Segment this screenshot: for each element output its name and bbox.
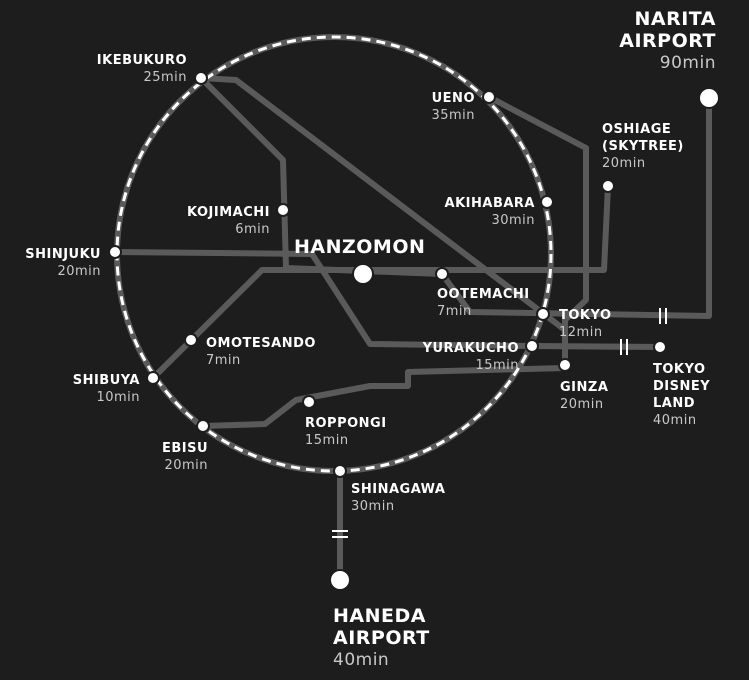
station-name: HANEDA AIRPORT <box>333 605 430 649</box>
station-nodes <box>108 71 720 591</box>
station-name: ROPPONGI <box>305 416 387 431</box>
station-name: NARITA AIRPORT <box>619 8 716 52</box>
station-name: OSHIAGE (SKYTREE) <box>602 122 684 154</box>
haneda-node <box>329 569 351 591</box>
station-time: 90min <box>659 53 716 73</box>
label-disney: TOKYO DISNEY LAND 40min <box>653 361 710 429</box>
label-ueno: UENO 35min <box>431 90 475 124</box>
station-name: KOJIMACHI <box>187 205 270 220</box>
omotesando-node <box>184 333 198 347</box>
label-kojimachi: KOJIMACHI 6min <box>187 204 270 238</box>
label-tokyo: TOKYO 12min <box>559 307 612 341</box>
label-roppongi: ROPPONGI 15min <box>305 415 387 449</box>
label-shinagawa: SHINAGAWA 30min <box>351 481 445 515</box>
station-name: SHINAGAWA <box>351 482 446 497</box>
label-yurakucho: YURAKUCHO 15min <box>423 340 519 374</box>
station-time: 12min <box>559 325 603 340</box>
station-time: 20min <box>57 264 101 279</box>
line-ikebukuro-tokyo <box>198 75 568 333</box>
label-oshiage: OSHIAGE (SKYTREE) 20min <box>602 121 684 172</box>
shibuya-node <box>146 371 160 385</box>
line-disney <box>529 343 663 350</box>
station-time: 20min <box>602 156 646 171</box>
station-time: 7min <box>206 353 241 368</box>
station-time: 15min <box>305 433 349 448</box>
tokyo-node <box>536 307 550 321</box>
label-ebisu: EBISU 20min <box>162 440 208 474</box>
station-time: 7min <box>437 304 472 319</box>
station-name: TOKYO <box>559 308 612 323</box>
akihabara-node <box>540 195 554 209</box>
station-time: 40min <box>333 650 390 670</box>
disney-node <box>653 340 667 354</box>
station-name: GINZA <box>560 380 609 395</box>
station-time: 10min <box>96 390 140 405</box>
shinagawa-node <box>333 464 347 478</box>
roppongi-node <box>302 395 316 409</box>
ootemachi-node <box>435 267 449 281</box>
ebisu-node <box>196 419 210 433</box>
station-time: 30min <box>491 213 535 228</box>
label-haneda: HANEDA AIRPORT 40min <box>333 605 430 671</box>
yurakucho-node <box>525 339 539 353</box>
hanzomon-node <box>352 263 374 285</box>
label-shinjuku: SHINJUKU 20min <box>25 246 101 280</box>
ginza-node <box>558 358 572 372</box>
station-time: 15min <box>475 358 519 373</box>
station-name: OOTEMACHI <box>437 287 530 302</box>
hub-label-hanzomon: HANZOMON <box>294 236 426 258</box>
station-name: UENO <box>431 91 475 106</box>
ueno-node <box>482 90 496 104</box>
station-name: SHINJUKU <box>25 247 101 262</box>
station-time: 35min <box>431 108 475 123</box>
label-shibuya: SHIBUYA 10min <box>73 372 140 406</box>
station-name: SHIBUYA <box>72 373 140 388</box>
label-ootemachi: OOTEMACHI 7min <box>437 286 530 320</box>
station-name: YURAKUCHO <box>422 341 519 356</box>
break-markers <box>332 308 667 538</box>
label-omotesando: OMOTESANDO 7min <box>206 335 316 369</box>
label-akihabara: AKIHABARA 30min <box>445 195 535 229</box>
station-time: 40min <box>653 413 697 428</box>
line-hanzomon <box>150 183 611 381</box>
narita-node <box>698 87 720 109</box>
line-shinjuku-yurakucho <box>112 249 535 349</box>
line-narita <box>439 95 712 319</box>
station-name: AKIHABARA <box>444 196 535 211</box>
station-time: 25min <box>143 70 187 85</box>
station-time: 30min <box>351 499 395 514</box>
station-name: IKEBUKURO <box>96 53 187 68</box>
label-narita: NARITA AIRPORT 90min <box>619 8 716 74</box>
label-ginza: GINZA 20min <box>560 379 608 413</box>
label-ikebukuro: IKEBUKURO 25min <box>97 52 187 86</box>
ikebukuro-node <box>194 71 208 85</box>
station-name: TOKYO DISNEY LAND <box>653 362 711 411</box>
station-time: 6min <box>235 222 270 237</box>
station-time: 20min <box>164 458 208 473</box>
oshiage-node <box>601 179 615 193</box>
station-name: OMOTESANDO <box>206 336 316 351</box>
shinjuku-node <box>108 245 122 259</box>
line-ebisu-ginza <box>200 365 568 429</box>
kojimachi-node <box>276 203 290 217</box>
line-ueno-ginza <box>486 94 589 368</box>
station-time: 20min <box>560 397 604 412</box>
station-name: EBISU <box>161 441 208 456</box>
